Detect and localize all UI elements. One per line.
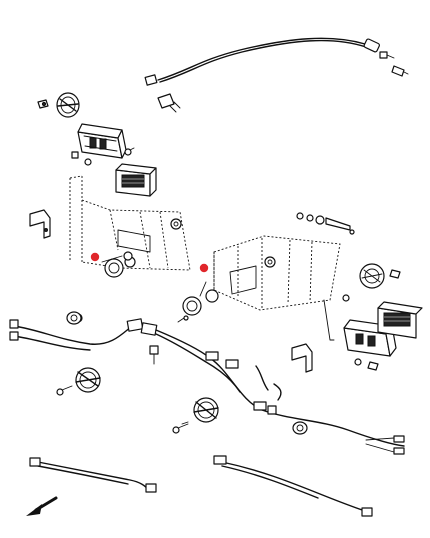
mounting-frame-left <box>29 175 191 278</box>
top-left-small-parts <box>37 92 181 118</box>
work-lamp-left <box>71 123 157 197</box>
bottom-wiring-harness-left <box>29 457 157 493</box>
mounting-frame-right <box>177 212 355 373</box>
direction-arrow-icon <box>26 496 58 516</box>
work-lamp-right <box>342 263 423 371</box>
highlight-marker <box>90 252 100 262</box>
headlamp-round-left <box>56 367 101 396</box>
grommet-small <box>66 311 82 325</box>
highlight-marker <box>199 263 209 273</box>
top-wiring-harness <box>144 37 409 86</box>
headlamp-round-right <box>172 397 219 434</box>
bottom-wiring-harness-right <box>213 455 373 517</box>
middle-wiring-harness <box>9 313 405 455</box>
